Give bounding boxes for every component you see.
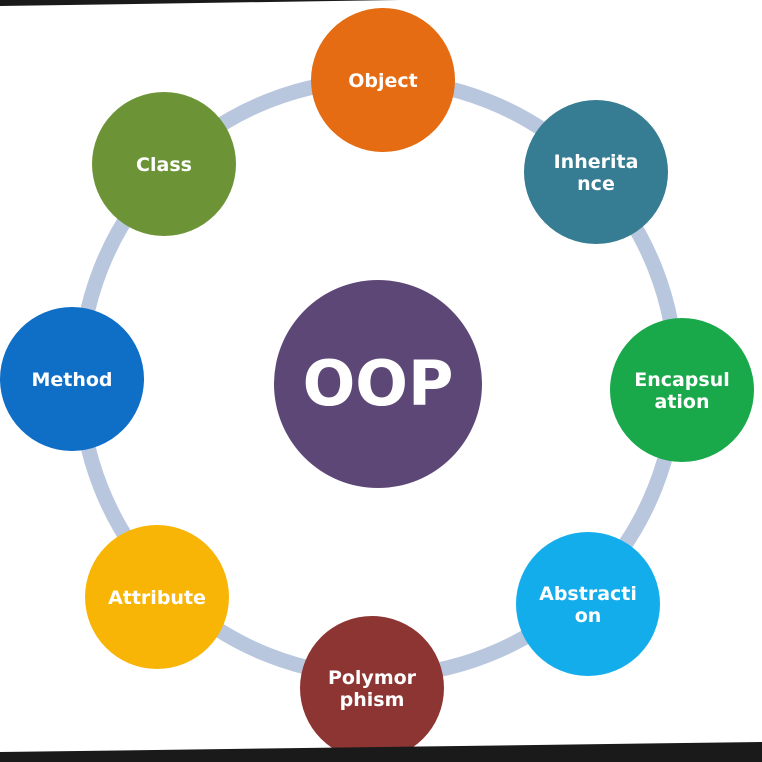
node-label-method: Method	[31, 369, 112, 391]
node-method: Method	[0, 307, 144, 451]
node-label-inheritance: Inherita	[554, 151, 639, 173]
center-circle	[274, 280, 482, 488]
node-circle-polymorphism	[300, 616, 444, 760]
center-label: OOP	[303, 347, 454, 420]
node-label-class: Class	[136, 154, 192, 176]
node-circle-abstraction	[516, 532, 660, 676]
node-circle-inheritance	[524, 100, 668, 244]
node-circle-object	[311, 8, 455, 152]
node-label-polymorphism: Polymor	[328, 667, 417, 689]
node-label-attribute: Attribute	[108, 587, 206, 609]
node-label-inheritance: nce	[577, 173, 615, 195]
node-label-encapsulation: Encapsul	[634, 369, 730, 391]
node-circle-class	[92, 92, 236, 236]
node-label-object: Object	[348, 70, 418, 92]
node-circle-attribute	[85, 525, 229, 669]
node-attribute: Attribute	[85, 525, 229, 669]
node-circle-encapsulation	[610, 318, 754, 462]
node-label-abstraction: Abstracti	[539, 583, 637, 605]
concept-nodes: ObjectInheritanceEncapsulationAbstractio…	[0, 8, 754, 760]
node-circle-method	[0, 307, 144, 451]
center-node: OOP	[274, 280, 482, 488]
node-object: Object	[311, 8, 455, 152]
node-label-abstraction: on	[575, 605, 602, 627]
node-class: Class	[92, 92, 236, 236]
node-label-encapsulation: ation	[655, 391, 710, 413]
node-label-polymorphism: phism	[340, 689, 405, 711]
